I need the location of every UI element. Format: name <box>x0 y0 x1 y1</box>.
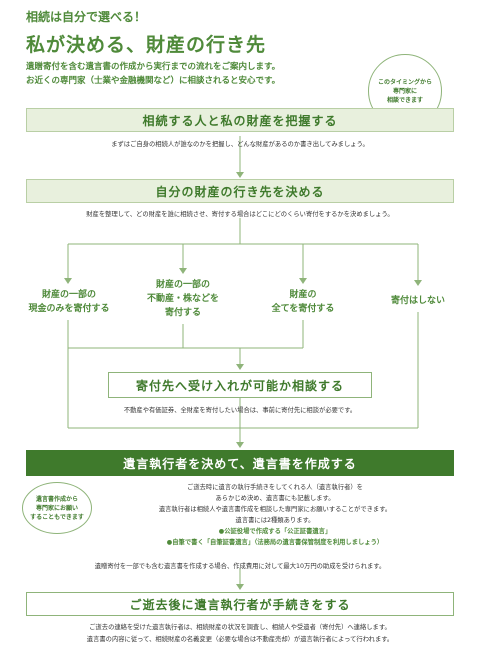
bubble-left-line3: することもできます <box>30 513 84 521</box>
kicker-text: 相続は自分で選べる！ <box>26 10 147 24</box>
page-title: 私が決める、財産の行き先 <box>26 34 267 56</box>
expert-help-bubble: 遺言書作成から 専門家にお願い することもできます <box>22 482 92 534</box>
bubble-top-line2: 専門家に <box>392 87 417 95</box>
step1-heading: 相続する人と私の財産を把握する <box>26 108 454 132</box>
step4-line1: ご逝去時に遺言の執行手続きをしてくれる人（遺言執行者）を <box>187 484 363 491</box>
option-none-line1: 寄付はしない <box>390 296 445 306</box>
intro-line-1: 遺贈寄付を含む遺言書の作成から実行までの流れをご案内します。 <box>26 62 281 72</box>
option-realestate-stock: 財産の一部の 不動産・株などを 寄付する <box>140 278 226 320</box>
option-cash-line2: 現金のみを寄付する <box>28 304 110 314</box>
step4-details: ご逝去時に遺言の執行手続きをしてくれる人（遺言執行者）を あらかじめ決め、遺言書… <box>96 482 454 548</box>
option-cash-line1: 財産の一部の <box>41 290 96 300</box>
step4-line6: ●自筆で書く「自筆証書遺言」（法務局の遺言書保管制度を利用しましょう） <box>166 539 384 546</box>
option-cash-only: 財産の一部の 現金のみを寄付する <box>26 288 112 316</box>
option-no-donation: 寄付はしない <box>378 294 458 308</box>
option-realestate-line1: 財産の一部の <box>155 280 210 290</box>
option-realestate-line2: 不動産・株などを <box>146 294 219 304</box>
option-all-line1: 財産の <box>289 290 317 300</box>
step4-line5: ●公証役場で作成する「公正証書遺言」 <box>218 528 332 535</box>
step2-heading: 自分の財産の行き先を決める <box>26 179 454 203</box>
step5-line2: 遺言書の内容に従って、相続財産の名義変更（必要な場合は不動産売却）が遺言執行者に… <box>86 636 394 643</box>
step3-heading: 寄付先へ受け入れが可能か相談する <box>108 372 372 398</box>
step5-heading: ご逝去後に遺言執行者が手続きをする <box>26 592 454 616</box>
option-realestate-line3: 寄付する <box>164 308 201 318</box>
step4-subsidy-line: 遺贈寄付を一部でも含む遺言書を作成する場合、作成費用に対して最大10万円の助成を… <box>94 563 386 570</box>
bubble-top-line3: 相談できます <box>386 96 423 104</box>
bubble-left-line2: 専門家にお願い <box>35 504 78 512</box>
step3-desc: 不動産や有価証券、全財産を寄付したい場合は、事前に寄付先に相談が必要です。 <box>123 407 357 414</box>
bubble-top-line1: このタイミングから <box>377 78 432 86</box>
step1-desc: まずはご自身の相続人が誰なのかを把握し、どんな財産があるのか書き出してみましょう… <box>111 141 369 148</box>
step4-line4: 遺言書には2種類あります。 <box>235 517 315 524</box>
step4-line2: あらかじめ決め、遺言書にも記載します。 <box>215 495 335 502</box>
option-all-assets: 財産の 全てを寄付する <box>260 288 346 316</box>
step4-heading: 遺言執行者を決めて、遺言書を作成する <box>26 450 454 476</box>
step4-line3: 遺言執行者は相続人や遺言書作成を相談した専門家にお願いすることができます。 <box>158 506 392 513</box>
intro-line-2: お近くの専門家（士業や金融機関など）に相談されると安心です。 <box>26 76 281 86</box>
step2-desc: 財産を整理して、どの財産を誰に相続させ、寄付する場合はどこにどのくらい寄付をする… <box>86 211 394 218</box>
option-all-line2: 全てを寄付する <box>271 304 335 314</box>
bubble-left-line1: 遺言書作成から <box>35 495 78 503</box>
step5-line1: ご逝去の連絡を受けた遺言執行者は、相続財産の状況を調査し、相続人や受遺者（寄付先… <box>89 624 391 631</box>
